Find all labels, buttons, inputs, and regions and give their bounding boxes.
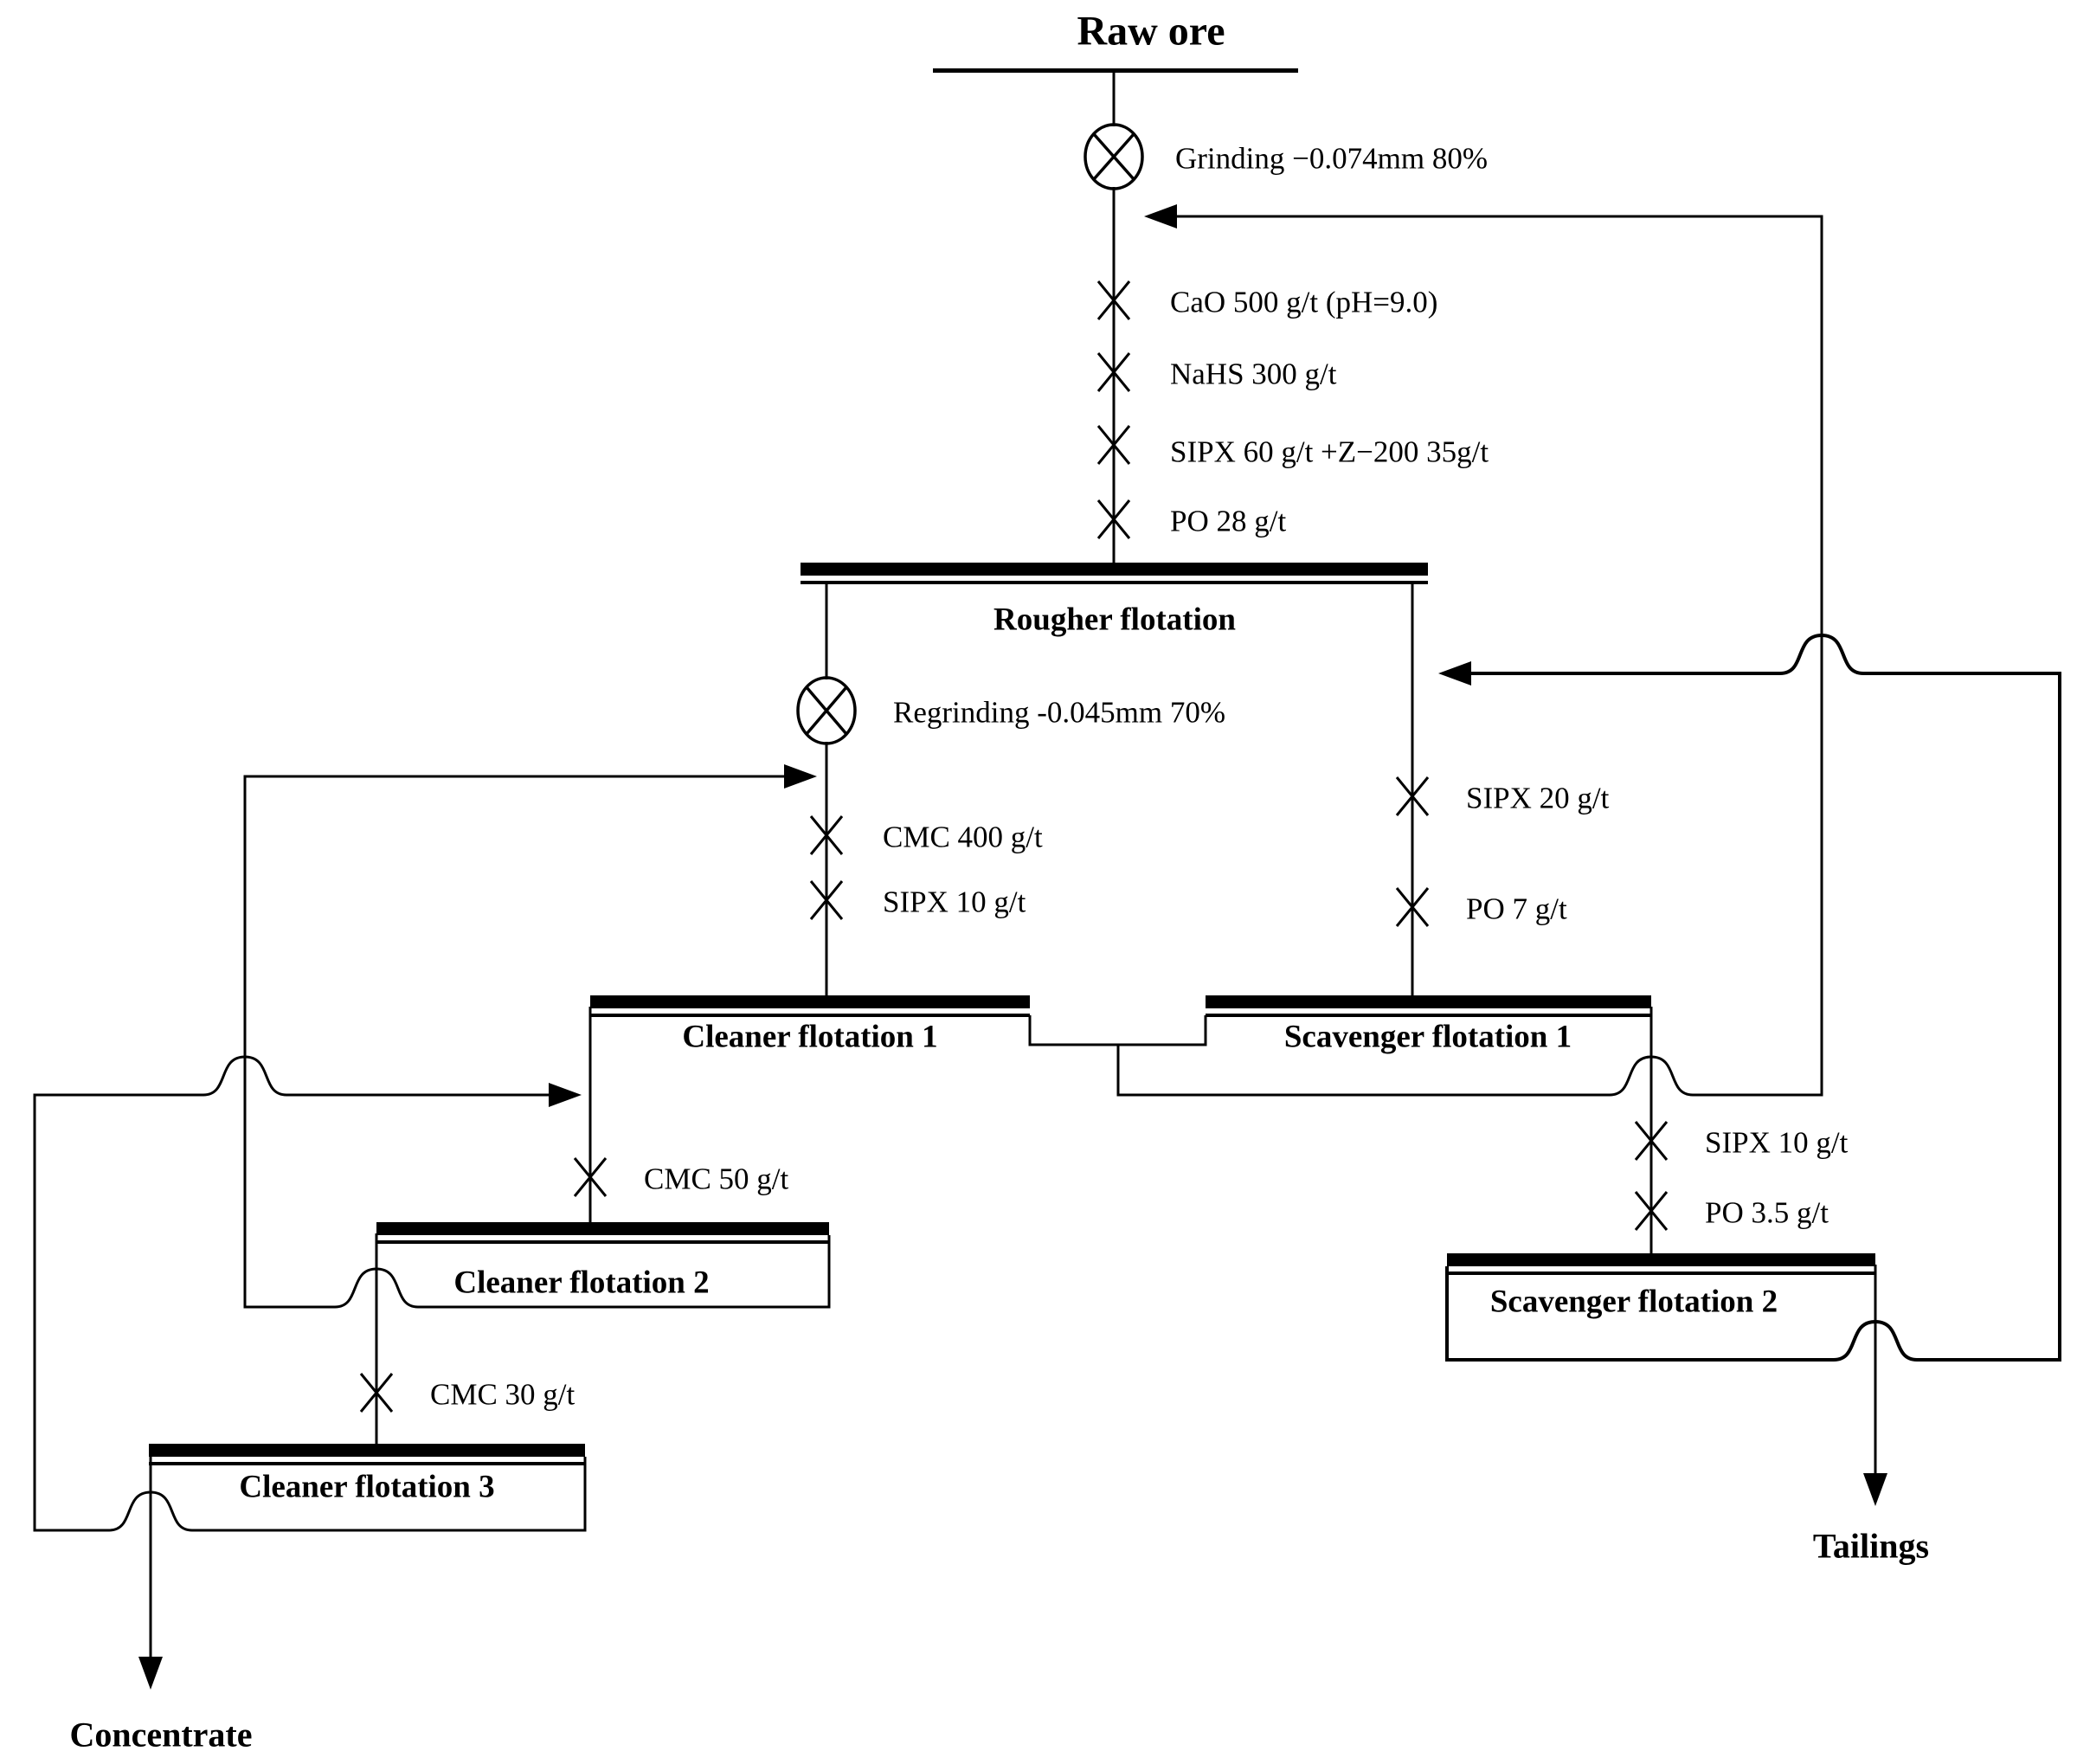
cleaner3-cell-bar xyxy=(149,1444,585,1457)
reagent-addition-icon xyxy=(359,1373,394,1413)
regrinding-unit: Regrinding -0.045mm 70% xyxy=(796,676,1225,745)
tailings-label: Tailings xyxy=(1813,1527,1929,1566)
regrinding-label: Regrinding -0.045mm 70% xyxy=(893,696,1225,730)
grinding-icon xyxy=(1084,123,1144,190)
stream-scavenger2-conc-recycle xyxy=(1445,633,2061,1362)
reagent-addition-icon xyxy=(1634,1191,1669,1231)
stream-lines xyxy=(33,71,2061,1690)
cleaner1-cell-underline xyxy=(590,1014,1030,1017)
stream-cleaner2-tails-recycle xyxy=(243,775,831,1309)
raw-ore-title: Raw ore xyxy=(1077,9,1225,55)
concentrate-label: Concentrate xyxy=(69,1716,252,1754)
reagent-addition-icon xyxy=(1096,425,1131,465)
scavenger1-cell: Scavenger flotation 1 xyxy=(1206,995,1651,1055)
rougher-cell: Rougher flotation xyxy=(801,563,1428,638)
reagent-addition-icon xyxy=(809,880,844,920)
grinding-label: Grinding −0.074mm 80% xyxy=(1175,142,1488,176)
reagent-addition-icon xyxy=(1395,776,1430,816)
cleaner2-cell: Cleaner flotation 2 xyxy=(376,1222,829,1301)
reagent-addition-icon xyxy=(1096,352,1131,392)
cleaner1-reagent-additions: CMC 400 g/t SIPX 10 g/t xyxy=(809,815,1043,920)
rougher-cell-underline xyxy=(801,581,1428,584)
cleaner3-reagent-additions: CMC 30 g/t xyxy=(359,1373,576,1413)
stream-recycle-to-grinding xyxy=(1116,215,1823,1097)
stream-cleaner3-tails-recycle xyxy=(33,1055,587,1532)
raw-ore-underline xyxy=(933,68,1298,73)
cleaner1-cell-bar xyxy=(590,995,1030,1008)
rougher-cell-bar xyxy=(801,563,1428,576)
reagent-addition-icon xyxy=(573,1157,608,1197)
reagent-label: CMC 50 g/t xyxy=(644,1162,789,1196)
scavenger1-reagent-additions: SIPX 20 g/t PO 7 g/t xyxy=(1395,776,1610,927)
reagent-label: SIPX 20 g/t xyxy=(1466,782,1610,815)
reagent-label: PO 7 g/t xyxy=(1466,892,1567,926)
reagent-addition-icon xyxy=(809,815,844,855)
reagent-label: NaHS 300 g/t xyxy=(1170,357,1337,391)
reagent-label: CMC 400 g/t xyxy=(883,821,1043,854)
reagent-label: CMC 30 g/t xyxy=(430,1378,576,1412)
reagent-addition-icon xyxy=(1096,499,1131,539)
raw-ore-source: Raw ore xyxy=(933,9,1298,73)
arrowhead-to-cleaner1-feed-icon xyxy=(784,764,817,789)
cleaner1-cell-label: Cleaner flotation 1 xyxy=(682,1020,937,1055)
arrowhead-to-scavenger1-feed-icon xyxy=(1438,661,1471,686)
scavenger1-cell-label: Scavenger flotation 1 xyxy=(1284,1020,1572,1055)
scavenger1-cell-bar xyxy=(1206,995,1651,1008)
cleaner3-cell-underline xyxy=(149,1462,585,1465)
rougher-reagent-additions: CaO 500 g/t (pH=9.0) NaHS 300 g/t SIPX 6… xyxy=(1096,280,1489,539)
reagent-label: SIPX 10 g/t xyxy=(1705,1126,1849,1160)
cleaner1-cell: Cleaner flotation 1 xyxy=(590,995,1030,1055)
scavenger1-cell-underline xyxy=(1206,1014,1651,1017)
cleaner2-cell-label: Cleaner flotation 2 xyxy=(453,1265,709,1301)
scavenger2-cell: Scavenger flotation 2 xyxy=(1447,1253,1875,1320)
final-products: Concentrate Tailings xyxy=(69,1527,1929,1754)
stream-cleaner1-scavenger1-junction xyxy=(1028,1015,1207,1046)
reagent-label: PO 3.5 g/t xyxy=(1705,1196,1829,1230)
reagent-label: SIPX 60 g/t +Z−200 35g/t xyxy=(1170,435,1489,469)
grinding-unit: Grinding −0.074mm 80% xyxy=(1084,123,1488,190)
scavenger2-cell-label: Scavenger flotation 2 xyxy=(1490,1284,1778,1320)
reagent-addition-icon xyxy=(1096,280,1131,320)
reagent-label: PO 28 g/t xyxy=(1170,505,1286,538)
reagent-label: SIPX 10 g/t xyxy=(883,885,1026,919)
arrowhead-concentrate-icon xyxy=(138,1657,163,1690)
cleaner2-cell-underline xyxy=(376,1240,829,1244)
cleaner3-cell: Cleaner flotation 3 xyxy=(149,1444,585,1505)
regrinding-icon xyxy=(796,676,857,745)
cleaner2-reagent-additions: CMC 50 g/t xyxy=(573,1157,789,1197)
scavenger2-cell-bar xyxy=(1447,1253,1875,1266)
cleaner3-cell-label: Cleaner flotation 3 xyxy=(239,1470,494,1505)
scavenger2-reagent-additions: SIPX 10 g/t PO 3.5 g/t xyxy=(1634,1121,1849,1231)
arrowhead-to-grinding-icon xyxy=(1144,204,1177,229)
arrowhead-to-cleaner2-feed-icon xyxy=(549,1083,582,1107)
rougher-cell-label: Rougher flotation xyxy=(993,602,1236,638)
reagent-addition-icon xyxy=(1395,887,1430,927)
arrowhead-tailings-icon xyxy=(1863,1473,1887,1506)
scavenger2-cell-underline xyxy=(1447,1271,1875,1275)
reagent-addition-icon xyxy=(1634,1121,1669,1161)
cleaner2-cell-bar xyxy=(376,1222,829,1235)
reagent-label: CaO 500 g/t (pH=9.0) xyxy=(1170,286,1437,319)
